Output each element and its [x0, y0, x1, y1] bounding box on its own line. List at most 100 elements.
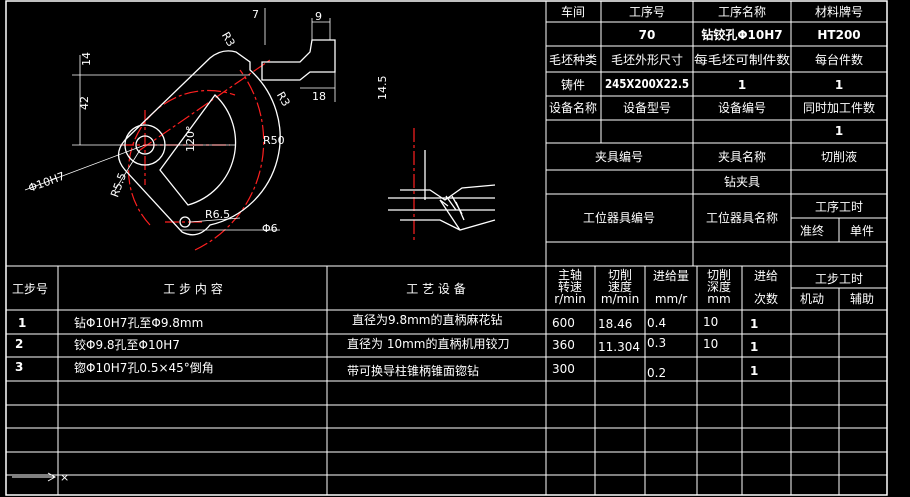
- step-depth: 10: [703, 315, 718, 329]
- step-no: 2: [15, 337, 23, 351]
- blank-size-value: 245X200X22.5: [605, 77, 689, 91]
- per-unit-value: 1: [835, 78, 843, 92]
- label-prep-end: 准终: [800, 223, 824, 238]
- col-depth-2: 深度: [707, 279, 731, 294]
- step-passes: 1: [750, 340, 758, 354]
- col-depth-1: 切削: [707, 268, 731, 282]
- dim-r6-5: R6.5: [205, 208, 230, 221]
- step-speed: 360: [552, 338, 575, 352]
- step-no: 1: [18, 316, 26, 330]
- col-feed-2: mm/r: [655, 292, 687, 306]
- col-step-no: 工步号: [12, 282, 48, 296]
- label-station-no: 工位器具编号: [583, 210, 655, 225]
- op-name-value: 钻铰孔Φ10H7: [701, 27, 782, 42]
- label-blank-type: 毛坯种类: [549, 53, 597, 67]
- label-material: 材料牌号: [815, 5, 863, 19]
- op-no-value: 70: [639, 28, 656, 42]
- step-content: 锪Φ10H7孔0.5×45°倒角: [74, 360, 214, 375]
- col-feed-1: 进给量: [653, 269, 689, 283]
- steps-grid: [6, 265, 887, 495]
- dim-r3: R3: [219, 30, 238, 49]
- step-cut: 11.304: [598, 340, 640, 354]
- blank-type-value: 铸件: [561, 77, 585, 92]
- header-grid: [545, 1, 887, 266]
- step-speed: 300: [552, 362, 575, 376]
- col-pass-2: 次数: [754, 291, 778, 306]
- label-fixture-no: 夹具编号: [595, 149, 643, 164]
- col-cut-3: m/min: [601, 292, 639, 306]
- label-unit: 单件: [850, 224, 874, 238]
- label-station-name: 工位器具名称: [706, 210, 778, 225]
- step-row-1: 1 钻Φ10H7孔至Φ9.8mm 直径为9.8mm的直柄麻花钻 600 18.4…: [18, 312, 758, 331]
- label-per-unit: 每台件数: [815, 52, 863, 67]
- col-spindle-2: 转速: [558, 279, 582, 294]
- dim-18: 18: [312, 90, 326, 103]
- step-cut: 18.46: [598, 317, 632, 331]
- step-row-2: 2 铰Φ9.8孔至Φ10H7 直径为 10mm的直柄机用铰刀 360 11.30…: [15, 336, 758, 354]
- step-content: 铰Φ9.8孔至Φ10H7: [74, 337, 180, 352]
- col-spindle-1: 主轴: [558, 267, 582, 282]
- label-equip-model: 设备型号: [623, 101, 671, 115]
- label-blank-size: 毛坯外形尺寸: [611, 53, 683, 67]
- step-feed: 0.2: [647, 366, 666, 380]
- col-pass-1: 进给: [754, 269, 778, 283]
- inner-slot: [159, 94, 237, 206]
- label-equip-name: 设备名称: [549, 100, 597, 115]
- dim-phi6: Φ6: [262, 222, 278, 235]
- col-machine: 机动: [800, 292, 824, 306]
- dim-r5-5: R5.5: [108, 171, 129, 199]
- label-workshop: 车间: [561, 4, 585, 19]
- step-equipment: 直径为 10mm的直柄机用铰刀: [347, 336, 509, 351]
- step-feed: 0.3: [647, 336, 666, 350]
- step-content: 钻Φ10H7孔至Φ9.8mm: [74, 315, 203, 330]
- sheet-frame: [5, 0, 888, 496]
- step-depth: 10: [703, 337, 718, 351]
- label-op-time: 工序工时: [815, 199, 863, 214]
- material-value: HT200: [817, 28, 860, 42]
- col-content: 工 步 内 容: [163, 281, 222, 296]
- header-text: 车间 工序号 工序名称 材料牌号 70 钻铰孔Φ10H7 HT200 毛坯种类 …: [549, 4, 875, 238]
- diag-centerline: [139, 59, 271, 151]
- dim-r50: R50: [263, 134, 285, 147]
- dim-9: 9: [315, 10, 322, 23]
- col-depth-3: mm: [707, 292, 730, 306]
- svg-text:×: ×: [60, 471, 69, 484]
- col-cut-1: 切削: [608, 268, 632, 282]
- col-equipment: 工 艺 设 备: [406, 282, 465, 296]
- label-simul: 同时加工件数: [803, 100, 875, 115]
- dim-120: 120°: [184, 126, 197, 153]
- label-coolant: 切削液: [821, 149, 857, 164]
- dim-14: 14: [80, 52, 93, 66]
- col-spindle-3: r/min: [554, 292, 586, 306]
- label-op-no: 工序号: [629, 4, 665, 19]
- simul-value: 1: [835, 124, 843, 138]
- label-per-blank: 每毛坯可制件数: [694, 52, 790, 67]
- step-equipment: 直径为9.8mm的直柄麻花钻: [352, 312, 502, 327]
- label-fixture-name: 夹具名称: [718, 149, 766, 164]
- section-view: [261, 39, 336, 81]
- step-speed: 600: [552, 316, 575, 330]
- outer-arc-centerline: [194, 69, 265, 251]
- label-op-name: 工序名称: [718, 4, 766, 19]
- ucs-icon: ×: [12, 471, 69, 484]
- arc-centerline: [127, 89, 236, 226]
- step-row-3: 3 锪Φ10H7孔0.5×45°倒角 带可换导柱锥柄锥面锪钻 300 0.2 1: [15, 360, 758, 380]
- col-step-time: 工步工时: [815, 272, 863, 286]
- step-feed: 0.4: [647, 316, 666, 330]
- col-cut-2: 速度: [608, 279, 632, 294]
- part-drawing: R3 7 9 14 42 R3 18 14.5 R50 120° Φ10H7 R…: [24, 8, 496, 251]
- step-equipment: 带可换导柱锥柄锥面锪钻: [347, 363, 479, 378]
- step-passes: 1: [750, 364, 758, 378]
- per-blank-value: 1: [738, 78, 746, 92]
- fixture-sketch: [388, 184, 496, 231]
- step-passes: 1: [750, 317, 758, 331]
- dim-r3b: R3: [274, 90, 293, 109]
- steps-header: 工步号 工 步 内 容 工 艺 设 备 主轴 转速 r/min 切削 速度 m/…: [12, 267, 874, 306]
- dim-7: 7: [252, 8, 259, 21]
- dim-phi10h7: Φ10H7: [27, 170, 67, 195]
- col-aux: 辅助: [850, 292, 874, 306]
- dim-14-5: 14.5: [376, 76, 389, 101]
- label-equip-no: 设备编号: [718, 100, 766, 115]
- step-no: 3: [15, 360, 23, 374]
